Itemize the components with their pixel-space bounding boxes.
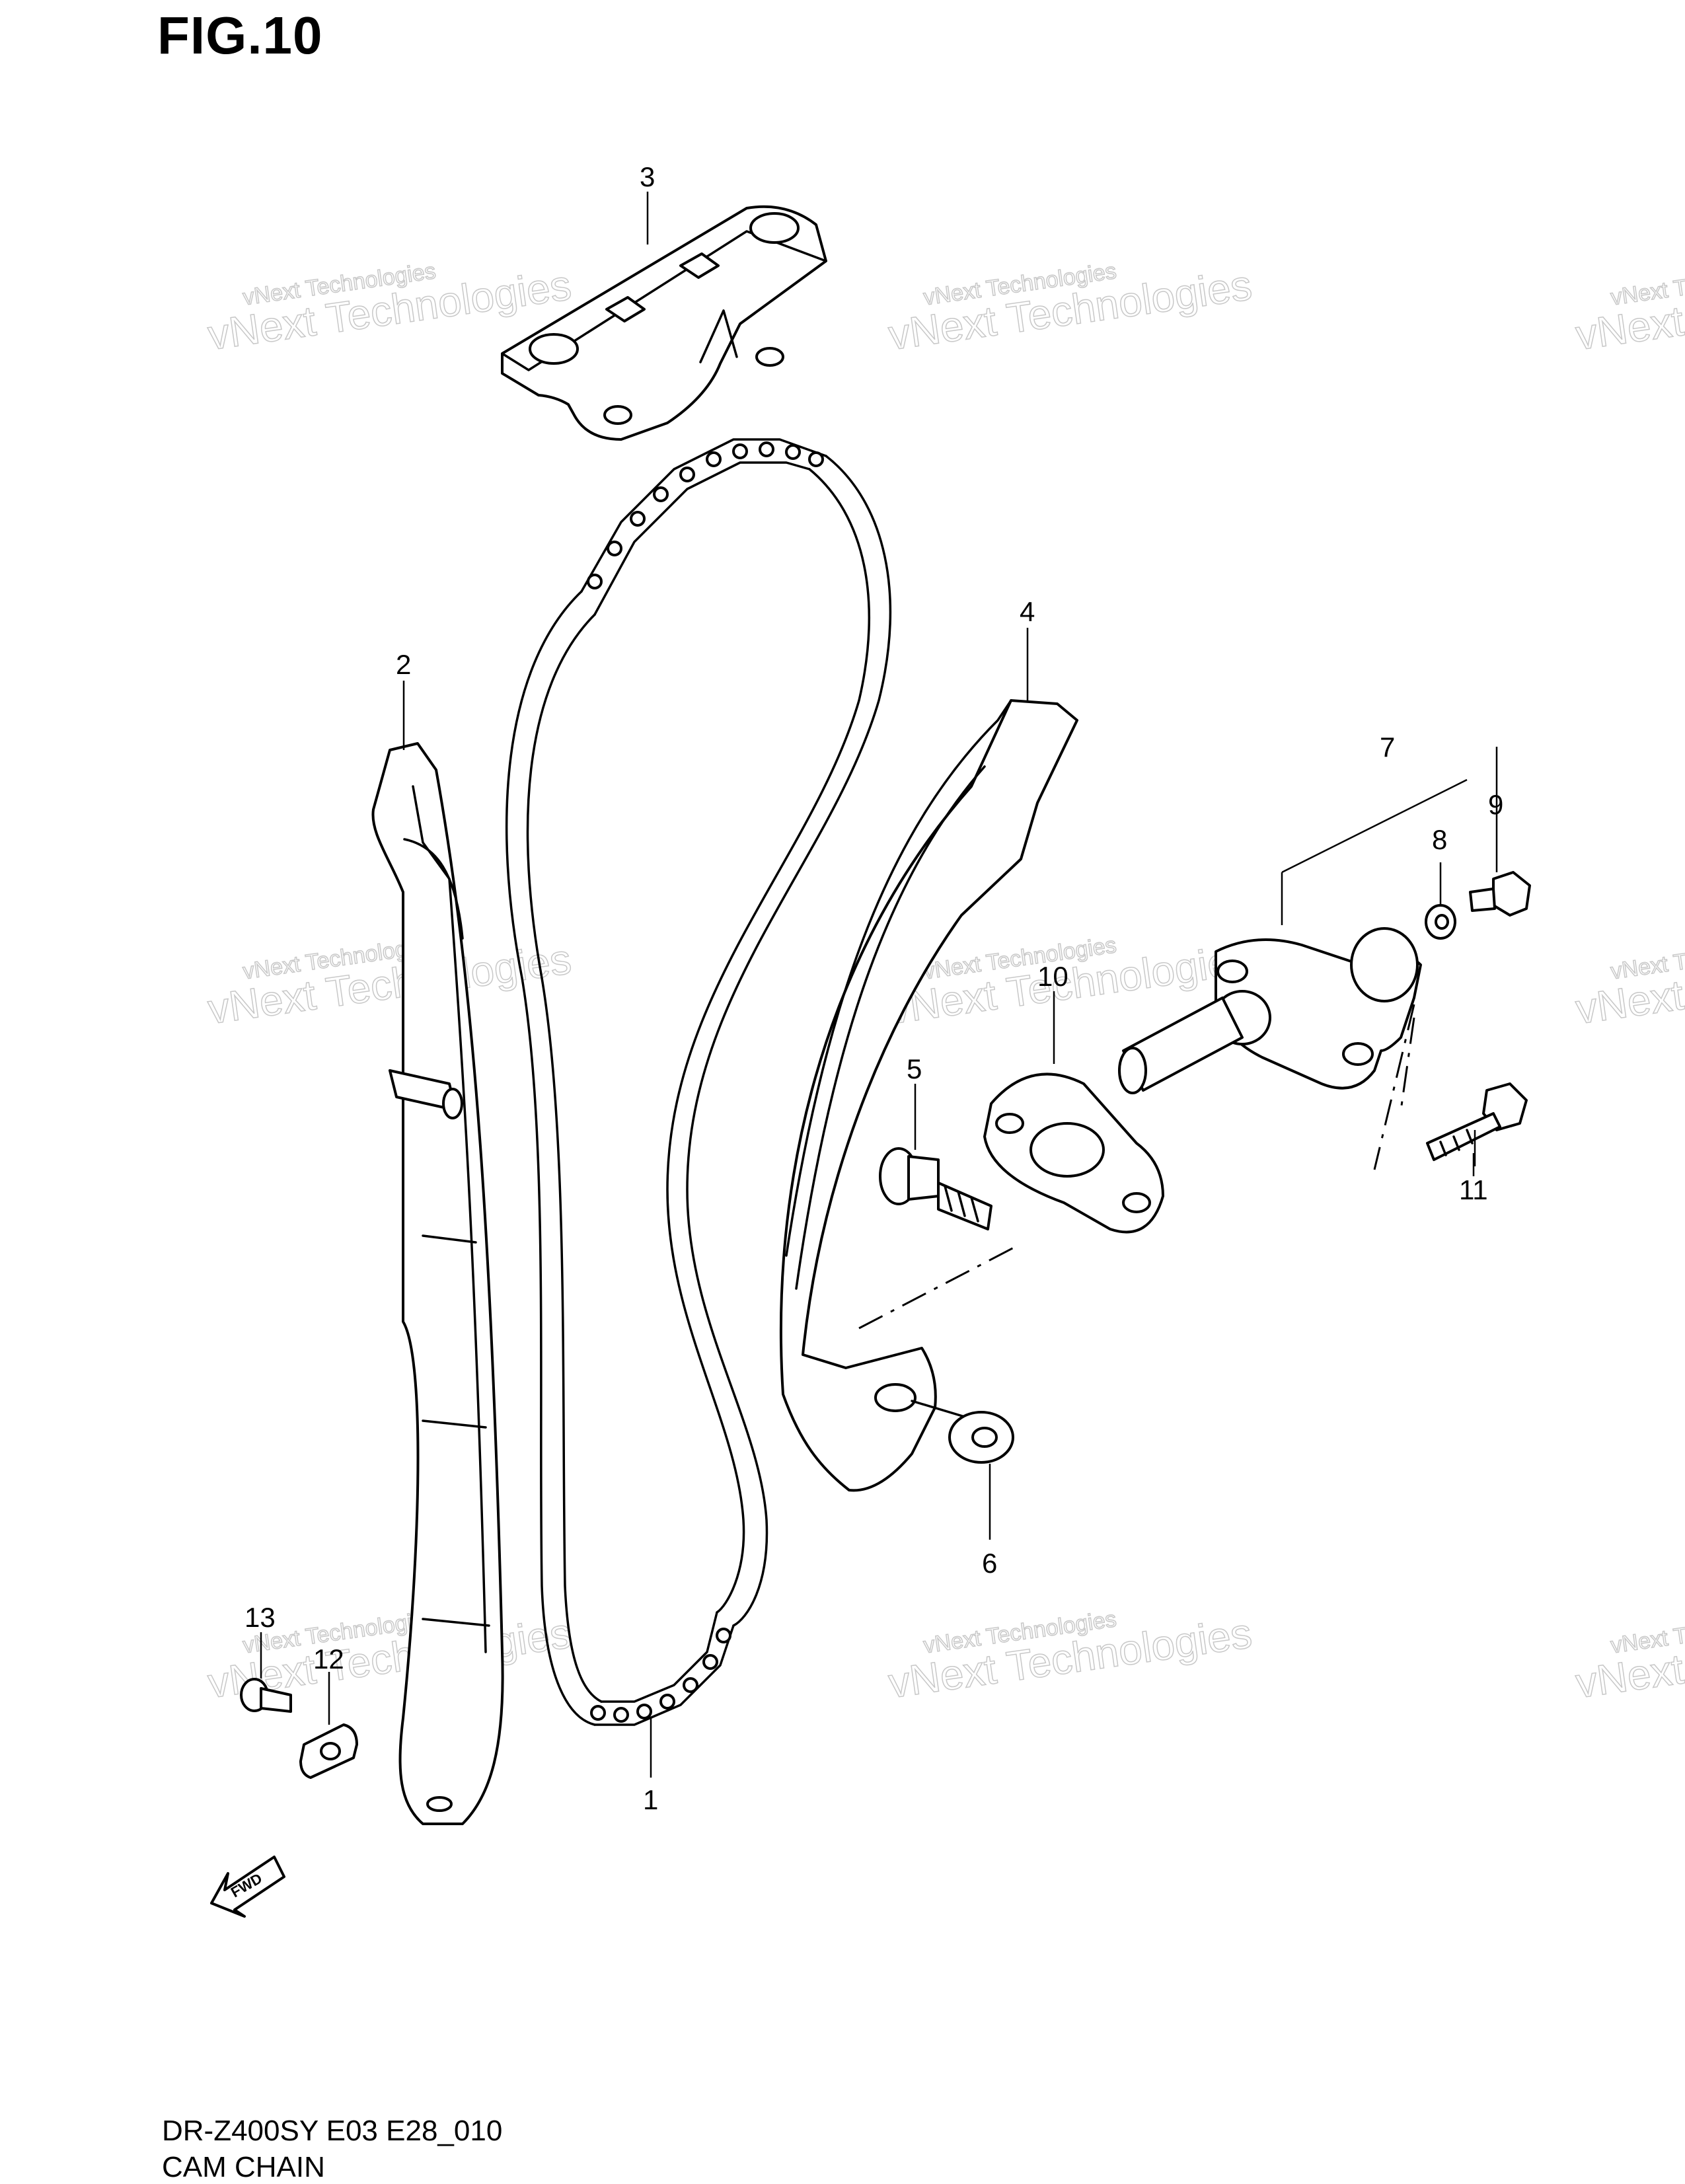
figure-title: FIG.10 bbox=[157, 6, 323, 65]
callout-9: 9 bbox=[1488, 789, 1503, 820]
chain-links-top bbox=[580, 438, 827, 616]
part-3-chain-guide-upper bbox=[501, 205, 827, 441]
part-9-plug-bolt bbox=[1469, 871, 1531, 917]
part-1-cam-chain bbox=[505, 438, 892, 1726]
part-4-tensioner-guide bbox=[779, 699, 1078, 1492]
callout-5: 5 bbox=[907, 1053, 922, 1084]
callout-1: 1 bbox=[643, 1784, 658, 1815]
part-2-chain-guide-left bbox=[371, 742, 504, 1825]
watermark-text: vNext Technologies bbox=[1573, 261, 1685, 359]
callout-10: 10 bbox=[1037, 961, 1068, 992]
callout-4: 4 bbox=[1020, 596, 1035, 627]
callout-2: 2 bbox=[396, 649, 411, 680]
part-5-bolt bbox=[858, 1147, 1018, 1330]
callout-11: 11 bbox=[1459, 1174, 1488, 1205]
callout-3: 3 bbox=[640, 161, 655, 192]
callout-13: 13 bbox=[244, 1602, 276, 1633]
part-12-retainer bbox=[299, 1723, 358, 1779]
chain-links-bottom bbox=[590, 1611, 735, 1726]
part-13-screw bbox=[240, 1678, 292, 1713]
callouts: 3 2 4 7 9 8 10 5 11 6 1 13 12 bbox=[244, 161, 1503, 1815]
model-code: DR-Z400SY E03 E28_010 bbox=[162, 2115, 503, 2147]
part-7-tensioner-adjuster bbox=[1118, 778, 1468, 1170]
callout-7: 7 bbox=[1380, 732, 1395, 763]
callout-6: 6 bbox=[982, 1548, 997, 1579]
fwd-arrow-icon: FWD bbox=[210, 1856, 285, 1918]
part-8-washer bbox=[1425, 904, 1456, 940]
callout-12: 12 bbox=[313, 1643, 344, 1675]
part-6-washer bbox=[948, 1411, 1014, 1464]
part-10-gasket bbox=[983, 1073, 1164, 1234]
part-11-bolt bbox=[1426, 1082, 1528, 1161]
watermark-text: vNext Technologies bbox=[1573, 935, 1685, 1033]
callout-8: 8 bbox=[1432, 824, 1447, 855]
watermark-text: vNext Technologies bbox=[1573, 1609, 1685, 1707]
figure-name: CAM CHAIN bbox=[162, 2151, 325, 2183]
